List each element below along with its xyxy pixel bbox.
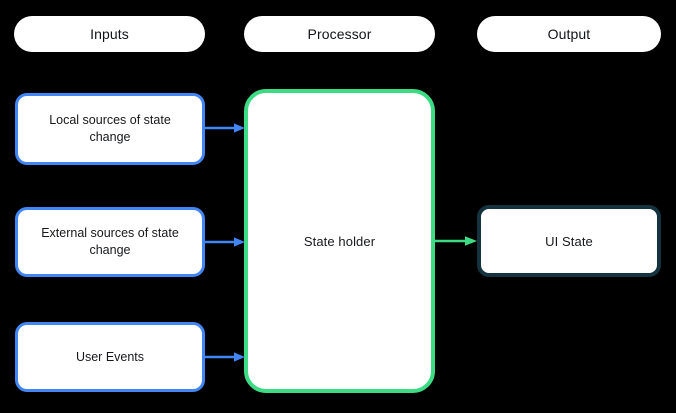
column-header-processor-label: Processor — [307, 26, 372, 42]
node-ui-state-label: UI State — [545, 233, 593, 249]
arrow-local-sources-to-state-holder — [203, 123, 245, 133]
node-local-sources-of-state-change-label: Local sources of state change — [49, 113, 171, 144]
arrow-user-events-to-state-holder — [203, 352, 245, 362]
node-user-events: User Events — [15, 322, 205, 392]
node-local-sources-of-state-change: Local sources of state change — [15, 93, 205, 165]
column-header-inputs: Inputs — [14, 16, 205, 52]
column-header-inputs-label: Inputs — [90, 26, 129, 42]
node-state-holder: State holder — [244, 89, 435, 393]
node-ui-state: UI State — [477, 205, 661, 277]
column-header-output: Output — [477, 16, 661, 52]
node-external-sources-of-state-change-label: External sources of state change — [41, 226, 179, 257]
column-header-output-label: Output — [547, 26, 591, 42]
arrow-state-holder-to-ui-state — [433, 236, 477, 246]
arrow-external-sources-to-state-holder — [203, 237, 245, 247]
column-header-processor: Processor — [244, 16, 435, 52]
node-state-holder-label: State holder — [303, 233, 376, 249]
node-external-sources-of-state-change: External sources of state change — [15, 207, 205, 277]
node-user-events-label: User Events — [75, 349, 145, 364]
